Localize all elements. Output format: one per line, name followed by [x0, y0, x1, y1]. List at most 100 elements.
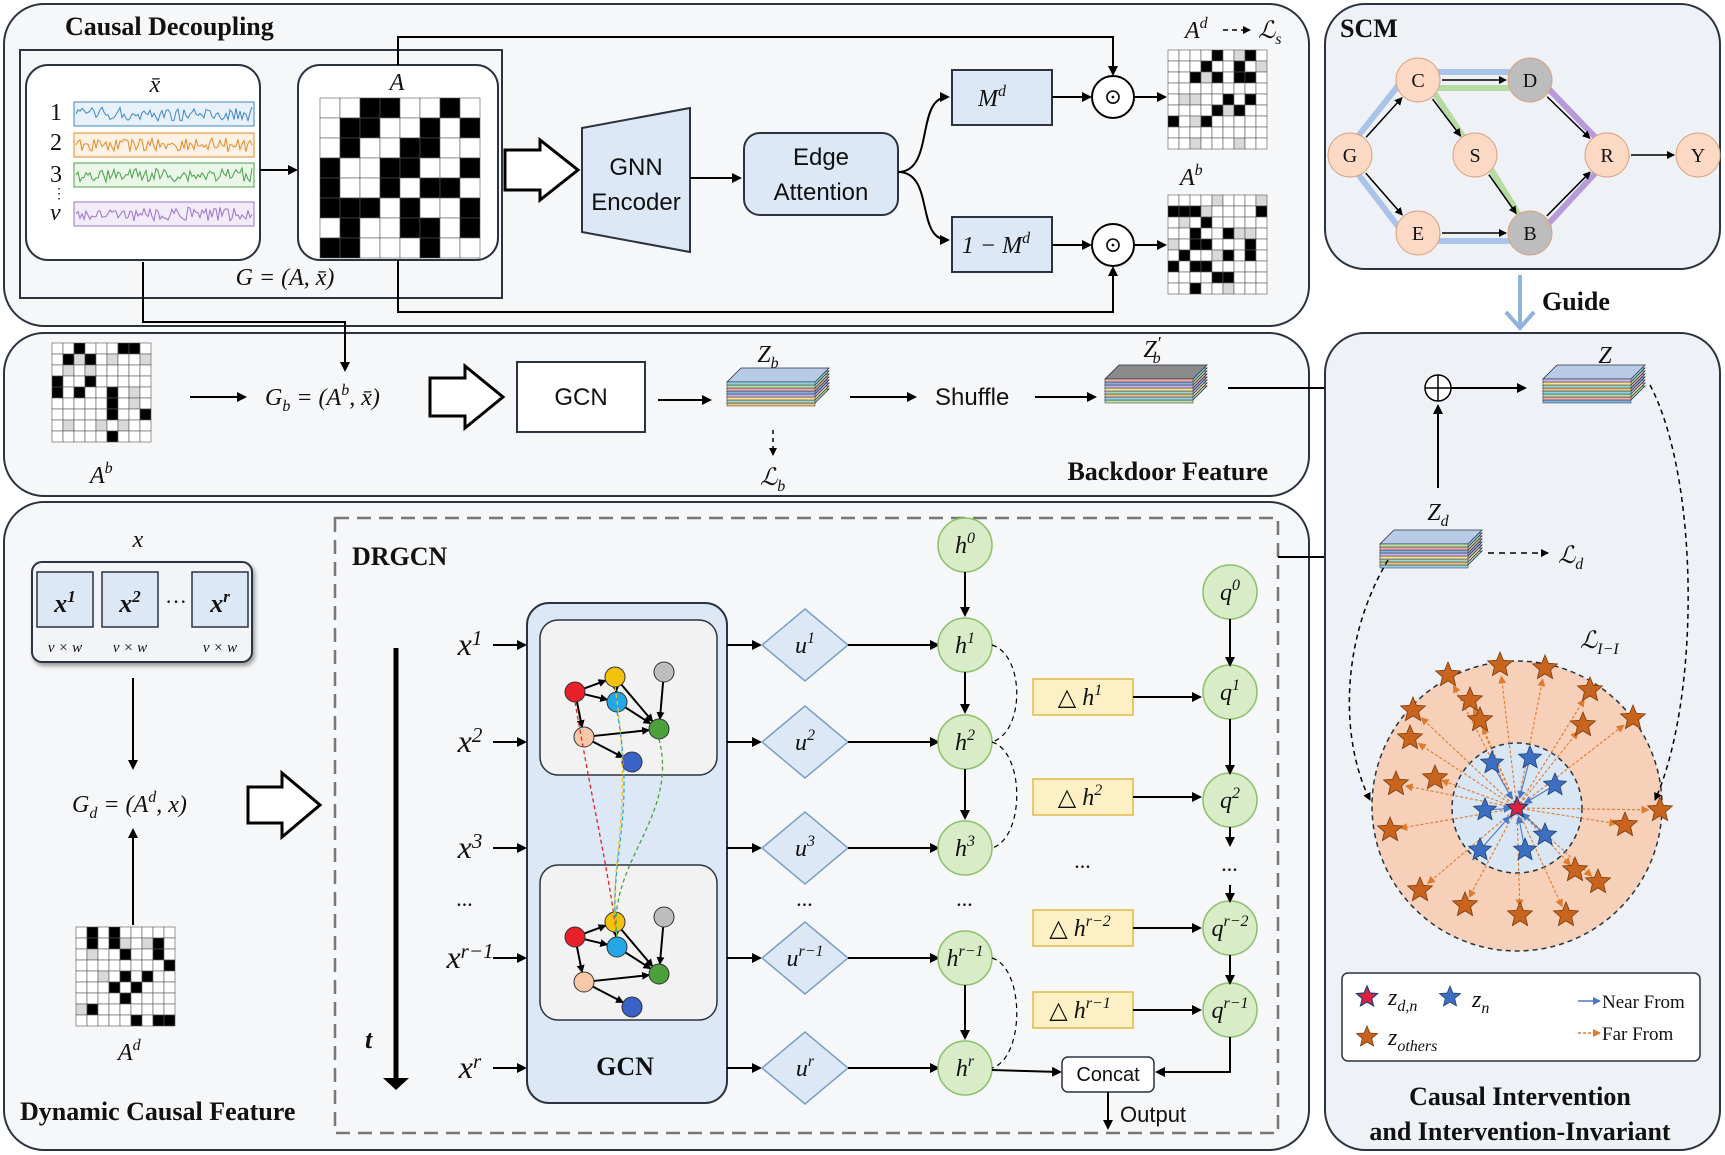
- matrix-cell: [339, 137, 361, 159]
- matrix-cell: [84, 408, 97, 421]
- matrix-cell: [95, 353, 108, 366]
- intervention-panel: Z Zd ℒd ℒI−I zd,n zn zothers Near From F…: [1324, 332, 1721, 1151]
- matrix-cell: [1222, 282, 1235, 295]
- matrix-cell: [1178, 71, 1191, 84]
- signal-row-label: 3: [50, 162, 62, 188]
- star-others: [1399, 695, 1427, 722]
- matrix-cell: [1211, 104, 1224, 117]
- matrix-cell: [1211, 249, 1224, 262]
- matrix-cell: [1178, 60, 1191, 73]
- stack-layer: [1379, 529, 1483, 545]
- matrix-cell: [139, 353, 152, 366]
- edge-attention-box: [743, 132, 899, 216]
- scm-edge: [1546, 171, 1591, 217]
- star-n: [1467, 836, 1493, 861]
- matrix-cell: [95, 342, 108, 355]
- matrix-cell: [128, 386, 141, 399]
- u-label: ur: [796, 1053, 815, 1082]
- star-others: [1646, 795, 1674, 822]
- u-ellipsis: ...: [797, 886, 814, 911]
- stack-edge: [726, 402, 816, 407]
- matrix-cell: [359, 237, 381, 259]
- matrix-cell: [51, 342, 64, 355]
- matrix-cell: [1244, 260, 1257, 273]
- matrix-cell: [152, 970, 165, 983]
- star-others: [1569, 710, 1597, 737]
- stack-edge: [1542, 396, 1632, 401]
- matrix-cell: [130, 959, 143, 972]
- matrix-cell: [128, 353, 141, 366]
- matrix-cell: [1233, 282, 1246, 295]
- graph-edge: [592, 740, 625, 759]
- matrix-Ab-backdoor: [51, 342, 152, 443]
- matrix-cell: [95, 430, 108, 443]
- dynamic-causal-title: Dynamic Causal Feature: [20, 1097, 295, 1126]
- graph-node: [621, 996, 643, 1018]
- dh-label: △ h2: [1058, 782, 1102, 811]
- h-label: h2: [955, 727, 975, 756]
- signal-row-label: 1: [50, 100, 62, 126]
- Gb-equation: Gb = (Ab, x̄): [265, 382, 380, 415]
- matrix-cell: [73, 397, 86, 410]
- matrix-cell: [51, 386, 64, 399]
- q-label: q0: [1220, 577, 1240, 606]
- matrix-cell: [73, 375, 86, 388]
- signal-row-box: [73, 101, 255, 127]
- matrix-cell: [62, 397, 75, 410]
- hollow-arrow-dynamic: [246, 769, 323, 841]
- matrix-cell: [62, 430, 75, 443]
- matrix-cell: [141, 1003, 154, 1016]
- embedding-stars: [1376, 650, 1674, 927]
- matrix-cell: [1211, 216, 1224, 229]
- matrix-cell: [117, 353, 130, 366]
- matrix-cell: [1255, 238, 1268, 251]
- matrix-cell: [1167, 49, 1180, 62]
- stack-edge: [1104, 393, 1194, 398]
- matrix-cell: [339, 157, 361, 179]
- matrix-cell: [97, 937, 110, 950]
- matrix-cell: [1255, 71, 1268, 84]
- matrix-cell: [163, 1003, 176, 1016]
- u-diamond: [760, 608, 850, 682]
- signal-row-label: v: [50, 200, 61, 226]
- x-cells-ellipsis: ···: [165, 589, 187, 614]
- matrix-cell: [139, 342, 152, 355]
- stack-edge: [1104, 381, 1194, 386]
- matrix-cell: [1222, 205, 1235, 218]
- graph-edge: [584, 693, 609, 702]
- matrix-cell: [97, 970, 110, 983]
- matrix-cell: [419, 97, 441, 119]
- matrix-cell: [152, 1003, 165, 1016]
- matrix-cell: [141, 981, 154, 994]
- matrix-cell: [1200, 49, 1213, 62]
- matrix-cell: [1167, 71, 1180, 84]
- matrix-cell: [1211, 93, 1224, 106]
- matrix-cell: [1255, 205, 1268, 218]
- matrix-cell: [106, 375, 119, 388]
- matrix-cell: [73, 353, 86, 366]
- star-others: [1434, 660, 1462, 687]
- matrix-Ad-dynamic: [75, 926, 176, 1027]
- far-arrow: [1516, 678, 1546, 809]
- far-arrow: [1516, 807, 1618, 827]
- matrix-cell: [117, 342, 130, 355]
- attention-label: Attention: [774, 179, 869, 206]
- near-arrow: [1479, 815, 1511, 851]
- matrix-cell: [1200, 194, 1213, 207]
- matrix-cell: [1233, 238, 1246, 251]
- matrix-cell: [1222, 82, 1235, 95]
- matrix-cell: [128, 364, 141, 377]
- scm-node-label: D: [1523, 70, 1537, 92]
- matrix-cell: [1233, 227, 1246, 240]
- matrix-cell: [86, 981, 99, 994]
- Ab-backdoor-label: Ab: [88, 460, 113, 489]
- temporal-edge: [614, 711, 625, 938]
- feature-stack-Zd: [1379, 529, 1483, 569]
- matrix-cell: [1255, 271, 1268, 284]
- matrix-cell: [130, 992, 143, 1005]
- matrix-cell: [75, 948, 88, 961]
- matrix-cell: [117, 386, 130, 399]
- matrix-cell: [152, 1014, 165, 1027]
